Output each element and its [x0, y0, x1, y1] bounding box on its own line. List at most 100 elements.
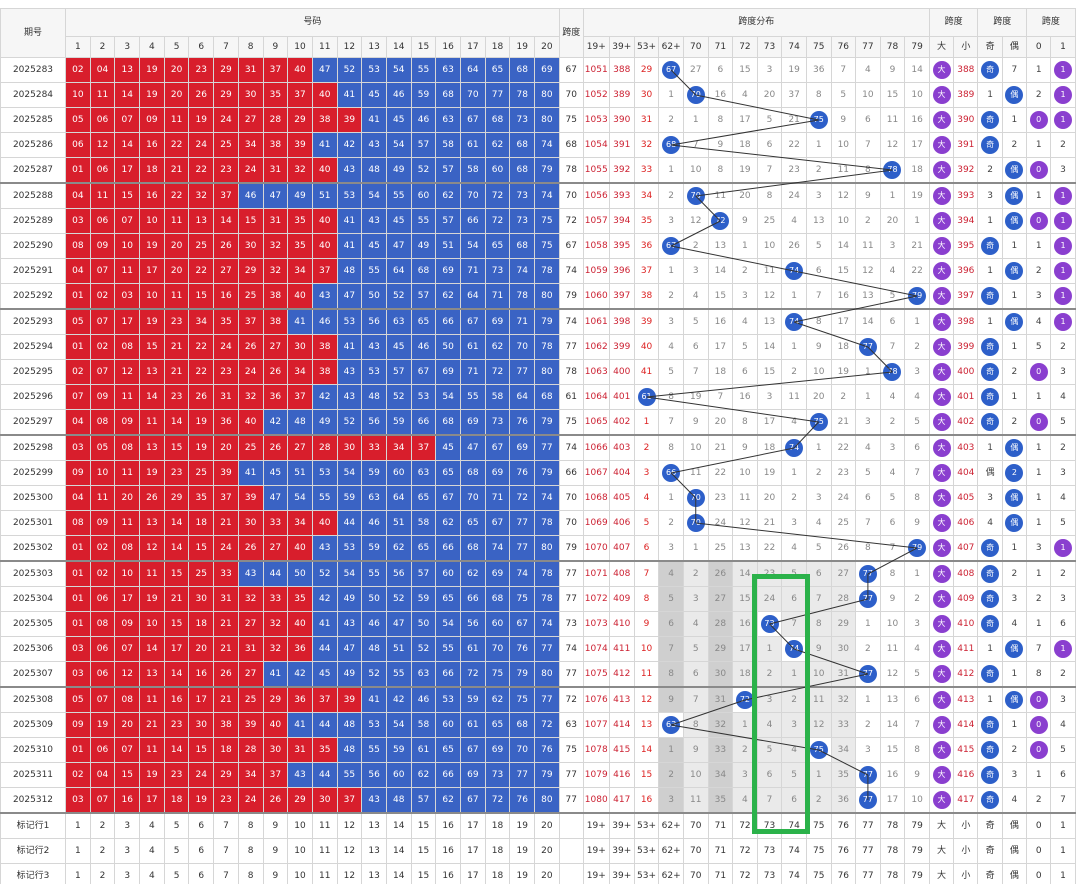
number-cell: 55: [336, 762, 363, 788]
odd-cell: 2: [977, 157, 1003, 184]
number-cell: 64: [509, 384, 536, 410]
number-cell: 10: [139, 208, 165, 234]
number-cell: 04: [65, 409, 91, 436]
span-dist-cell: 12: [805, 712, 832, 738]
span-dist-cell: 5: [830, 82, 857, 108]
number-cell: 39: [213, 460, 239, 486]
zero-cell: 1: [1026, 182, 1052, 209]
footer-number: 10: [287, 838, 313, 864]
big-cell: 大: [928, 182, 955, 209]
footer-dist: 79: [904, 838, 930, 864]
number-cell: 20: [188, 636, 215, 662]
number-cell: 08: [89, 611, 116, 637]
period-cell: 2025293: [0, 308, 66, 335]
span-dist-cell: 1: [904, 308, 930, 335]
number-cell: 29: [213, 762, 239, 788]
span-dist-cell: 6: [732, 359, 758, 385]
span-dist-cell: 27: [682, 57, 709, 83]
span-dist-cell: 27: [707, 586, 734, 612]
one-cell: 2: [1050, 334, 1076, 360]
span-dist-cell: 4: [879, 460, 906, 486]
footer-dist: 76: [830, 812, 857, 839]
number-cell: 09: [89, 510, 116, 536]
footer-number: 12: [336, 838, 363, 864]
number-cell: 17: [139, 258, 165, 284]
big-ball: 大: [932, 86, 951, 104]
footer-number: 18: [484, 863, 511, 884]
number-cell: 38: [311, 359, 338, 385]
span-dist-cell: 10: [855, 82, 881, 108]
number-cell: 40: [311, 82, 338, 108]
number-cell: 19: [139, 586, 165, 612]
span-dist-cell: 14: [855, 308, 881, 335]
number-cell: 73: [484, 762, 511, 788]
span-dist-cell: 1: [904, 208, 930, 234]
number-cell: 62: [435, 787, 461, 814]
span-dist-cell: 1: [633, 409, 660, 436]
miss-count-cell: 401: [608, 384, 635, 410]
number-cell: 32: [262, 611, 289, 637]
span-dist-cell: 10: [732, 460, 758, 486]
number-cell: 25: [237, 283, 264, 310]
number-cell: 14: [163, 510, 190, 536]
span-ball: 67: [662, 237, 681, 255]
even-cell: 1: [1001, 535, 1028, 562]
span-cell: 75: [558, 737, 584, 763]
number-cell: 33: [361, 434, 387, 461]
span-dist-cell: 4: [781, 409, 807, 436]
number-cell: 46: [311, 308, 338, 335]
number-cell: 72: [460, 661, 486, 688]
number-cell: 01: [65, 611, 91, 637]
one-cell: 3: [1050, 686, 1076, 713]
odd-ball: 奇: [981, 590, 1000, 608]
number-cell: 63: [435, 107, 461, 133]
number-cell: 61: [460, 712, 486, 738]
miss-count-cell: 1062: [582, 334, 610, 360]
footer-extra: 小: [953, 863, 979, 884]
number-cell: 36: [287, 686, 313, 713]
footer-extra: 偶: [1001, 863, 1028, 884]
span-cell: 70: [558, 182, 584, 209]
span-dist-cell: 7: [682, 132, 709, 158]
span-dist-cell: 31: [830, 661, 857, 688]
number-cell: 74: [534, 485, 560, 511]
number-cell: 25: [188, 460, 215, 486]
number-cell: 56: [460, 611, 486, 637]
number-cell: 70: [460, 485, 486, 511]
footer-dist: 70: [682, 838, 709, 864]
number-cell: 53: [336, 308, 363, 335]
number-cell: 22: [188, 334, 215, 360]
span-dist-cell: 8: [732, 409, 758, 436]
footer-dist: 78: [879, 838, 906, 864]
footer-number: 15: [410, 863, 437, 884]
one-cell: 6: [1050, 611, 1076, 637]
number-cell: 23: [163, 384, 190, 410]
even-ball: 偶: [1005, 262, 1024, 280]
span-dist-cell: 6: [855, 107, 881, 133]
miss-count-cell: 1064: [582, 384, 610, 410]
footer-number: 11: [311, 838, 338, 864]
number-cell: 68: [509, 712, 536, 738]
zero-cell: 0: [1026, 409, 1052, 436]
miss-count-cell: 1067: [582, 460, 610, 486]
dist-col-header: 74: [781, 36, 807, 58]
number-cell: 64: [385, 258, 412, 284]
number-cell: 59: [385, 409, 412, 436]
footer-number: 9: [262, 863, 289, 884]
span-dist-cell: 40: [633, 334, 660, 360]
span-ball: 78: [883, 161, 902, 179]
small-cell: 389: [953, 82, 979, 108]
number-cell: 53: [410, 384, 437, 410]
span-dist-cell: 11: [732, 485, 758, 511]
number-cell: 03: [65, 434, 91, 461]
footer-number: 3: [114, 838, 141, 864]
small-cell: 409: [953, 586, 979, 612]
big-ball: 大: [932, 212, 951, 230]
span-ball: 66: [662, 464, 681, 482]
dist-col-header: 73: [756, 36, 783, 58]
one-ball: 1: [1054, 212, 1072, 230]
span-dist-cell: 1: [756, 636, 783, 662]
span-dist-cell: 2: [879, 409, 906, 436]
